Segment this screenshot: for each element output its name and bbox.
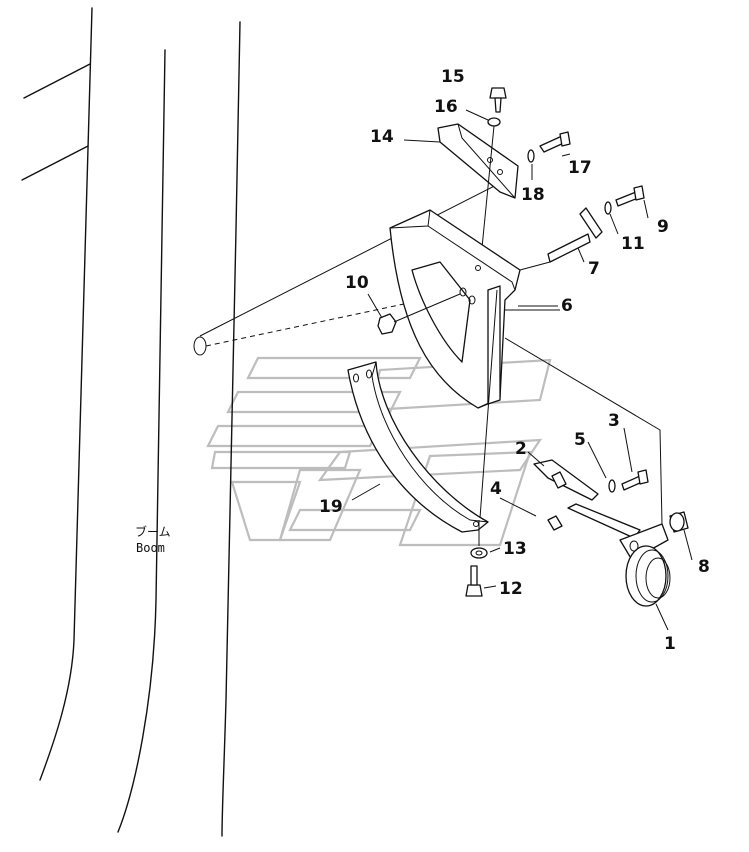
callout-7: 7 — [588, 259, 600, 279]
callout-16: 16 — [434, 97, 458, 117]
callout-3: 3 — [608, 411, 620, 431]
callout-12: 12 — [499, 579, 523, 599]
plate-part-4 — [547, 503, 641, 539]
callout-18: 18 — [521, 185, 545, 205]
boom-label-jp: ブーム — [135, 524, 171, 539]
housing-part-6 — [389, 209, 560, 409]
bolt-part-17 — [539, 131, 571, 153]
callout-11: 11 — [621, 234, 645, 254]
mounting-hole — [193, 177, 511, 356]
callout-10: 10 — [345, 273, 369, 293]
callout-14: 14 — [370, 127, 394, 147]
washer-part-5 — [608, 479, 616, 493]
nut-part-10 — [377, 293, 461, 335]
bolt-part-15 — [489, 87, 507, 113]
callouts: 1 2 3 4 5 6 7 8 9 10 11 12 13 14 15 16 1… — [319, 67, 710, 654]
washer-part-18 — [527, 149, 535, 163]
bolt-part-12 — [465, 565, 483, 597]
callout-9: 9 — [657, 217, 669, 237]
pin-part-7 — [519, 207, 603, 271]
leader-lines — [351, 109, 693, 631]
washer-part-13 — [470, 520, 488, 559]
callout-6: 6 — [561, 296, 573, 316]
callout-13: 13 — [503, 539, 527, 559]
callout-8: 8 — [698, 557, 710, 577]
callout-2: 2 — [515, 439, 527, 459]
washer-part-11 — [604, 201, 612, 215]
bolt-part-3 — [621, 469, 649, 491]
bolt-part-9 — [615, 185, 645, 207]
callout-1: 1 — [664, 634, 676, 654]
roller-part-1 — [504, 337, 671, 607]
callout-19: 19 — [319, 497, 343, 517]
callout-15: 15 — [441, 67, 465, 87]
boom-label-en: Boom — [136, 541, 165, 555]
cover-part-19 — [347, 361, 489, 533]
boom-outline — [21, 7, 241, 837]
bushing-part-8 — [669, 511, 689, 533]
assembly-axis-line — [479, 289, 498, 519]
callout-17: 17 — [568, 158, 592, 178]
callout-5: 5 — [574, 430, 586, 450]
callout-4: 4 — [490, 479, 502, 499]
bracket-part-2 — [533, 459, 599, 501]
boom-label: ブーム Boom — [135, 524, 171, 555]
bracket-part-14 — [437, 123, 519, 199]
